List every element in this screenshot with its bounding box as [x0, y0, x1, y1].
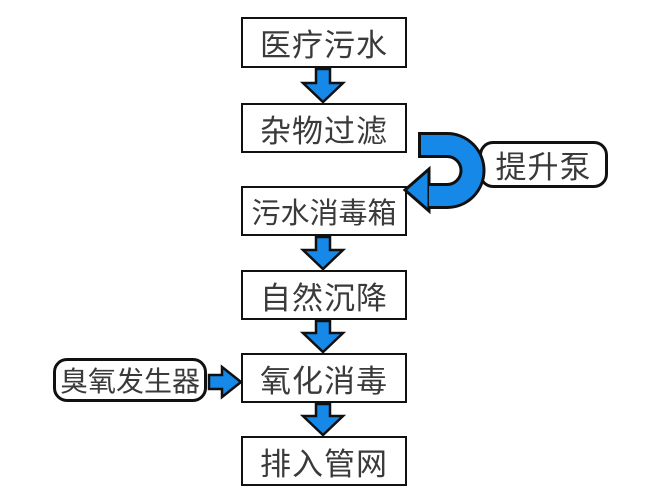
node-label: 医疗污水: [260, 28, 388, 64]
node-debris-filtration: 杂物过滤: [241, 103, 407, 153]
node-discharge-to-pipe-network: 排入管网: [241, 436, 407, 486]
node-sewage-disinfection-tank: 污水消毒箱: [241, 186, 407, 236]
arrow-uturn-icon: [402, 132, 486, 215]
node-label: 提升泵: [495, 150, 592, 186]
node-label: 臭氧发生器: [59, 365, 200, 398]
arrow-uturn-body: [421, 135, 483, 206]
arrow-right-icon: [207, 364, 244, 400]
arrow-down-icon: [299, 319, 347, 354]
arrow-down-icon: [299, 402, 347, 437]
node-label: 氧化消毒: [260, 363, 388, 400]
node-medical-sewage: 医疗污水: [241, 17, 407, 68]
arrow-uturn-outline: [418, 132, 486, 209]
node-oxidation-disinfection: 氧化消毒: [241, 353, 407, 403]
node-label: 污水消毒箱: [251, 196, 397, 230]
node-label: 排入管网: [260, 446, 388, 483]
node-lift-pump: 提升泵: [479, 141, 608, 188]
arrow-uturn-head: [402, 165, 431, 215]
node-natural-sedimentation: 自然沉降: [241, 270, 407, 320]
arrow-down-icon: [299, 235, 347, 271]
node-ozone-generator: 臭氧发生器: [53, 358, 207, 402]
node-label: 自然沉降: [260, 280, 388, 317]
arrow-down-icon: [299, 67, 347, 104]
node-label: 杂物过滤: [260, 113, 388, 150]
